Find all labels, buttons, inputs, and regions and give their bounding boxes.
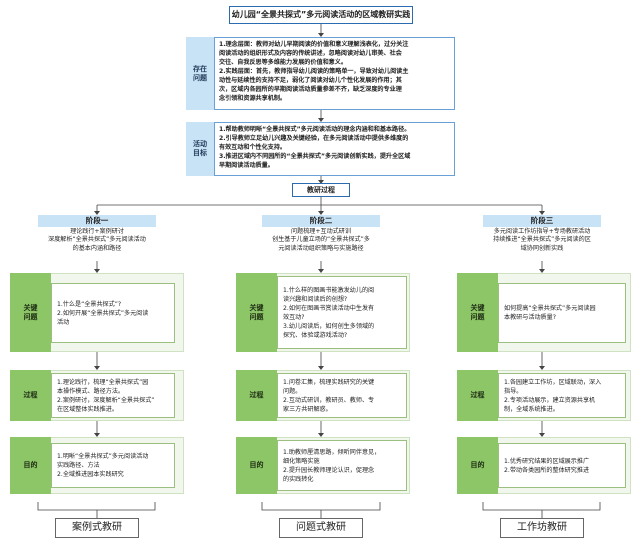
stage3-footer: 工作坊教研 xyxy=(500,518,584,538)
stage2-key-tag: 关键 问题 xyxy=(236,273,277,352)
stage2-key-body: 1.什么样的图画书能激发幼儿的阅 读兴趣和阅读后的创想? 2.如何在图画书赏读活… xyxy=(277,276,407,349)
stage3-key-tag: 关键 问题 xyxy=(457,273,498,352)
diagram-title: 幼儿园“全景共探式”多元阅读活动的区域教研实践 xyxy=(229,6,413,24)
stage2-goal-body: 1.助教师厘清思路，倾听同伴意见， 细化策略实施 2.提升园长教师理论认识，促理… xyxy=(277,440,407,491)
stage3-goal-body: 1.优秀研究结果的区域展示推广 2.带动各类园所的整体研究推进 xyxy=(498,443,626,488)
stage3-proc-line: 1.各园建立工作坊，区域联动，深入 xyxy=(504,378,602,386)
stage1-name: 阶段一 xyxy=(38,215,156,227)
stage2-goal-line: 的实践转化 xyxy=(283,475,314,483)
stage1-footer: 案例式教研 xyxy=(55,518,139,538)
stage3-proc-line: 2.专项活动展示，建立资源共享机 xyxy=(504,396,596,404)
stage3-proc-body: 1.各园建立工作坊，区域联动，深入 指导。 2.专项活动展示，建立资源共享机 制… xyxy=(498,373,626,418)
goals-line: 有效互动和个性化支持。 xyxy=(219,144,287,151)
issues-line: 1.理念层面：教师对幼儿早期阅读的价值和意义理解浅表化，过分关注 xyxy=(219,41,409,48)
stage2-proc-line: 1.问卷汇集，梳理实践研究的关键 xyxy=(283,378,375,386)
stage3-goal-line: 2.带动各类园所的整体研究推进 xyxy=(504,466,590,474)
issues-line: 阅读活动的组织形式及内容的传统讲述，忽略阅读对幼儿审美、社会 xyxy=(219,50,402,57)
issues-line: 次，区域内各园所的早期阅读活动质量参差不齐，缺乏深度的专业理 xyxy=(219,86,402,93)
stage3-key-line: 本教研与活动质量? xyxy=(504,314,556,321)
stage3-proc-tag: 过程 xyxy=(457,370,498,421)
stage1-key-tag: 关键 问题 xyxy=(10,273,51,352)
stage3-desc-line: 多元阅读工作坊指导+专场教研活动 xyxy=(493,228,591,235)
stage1-proc-line: 2.案例研讨，深度解析“全景共探式” xyxy=(57,396,155,404)
stage2-key-line: 3.幼儿阅读后，如何创生多领域的 xyxy=(283,322,375,330)
stage1-key-line: 2.如何开展“全景共探式”多元阅读 xyxy=(57,309,149,317)
issues-tag: 存在 问题 xyxy=(186,37,214,110)
issues-line: 交往、自我反思等多维能力发展的价值和意义。 xyxy=(219,59,347,66)
stage3-name: 阶段三 xyxy=(483,215,601,227)
stage2-goal-tag: 目的 xyxy=(236,437,277,494)
stage2-desc-line: 创生基于儿童立场的“全景共探式”多 xyxy=(272,236,370,244)
stage2-desc: 问题梳理+互动式研训 创生基于儿童立场的“全景共探式”多 元阅读活动组织策略与实… xyxy=(252,228,390,260)
stage3-goal-tag: 目的 xyxy=(457,437,498,494)
stage3-key-body: 如何提高“全景共探式”多元阅读园 本教研与活动质量? xyxy=(498,283,626,343)
stage3-desc: 多元阅读工作坊指导+专场教研活动 持续推进“全景共探式”多元阅读的区 域协同创新… xyxy=(473,228,611,260)
stage2-key-line: 探究、体验或游戏活动? xyxy=(283,331,348,339)
stage2-footer: 问题式教研 xyxy=(279,518,363,538)
stage3-key-line: 如何提高“全景共探式”多元阅读园 xyxy=(504,305,596,312)
stage2-name: 阶段二 xyxy=(262,215,380,227)
stage2-goal-line: 2.提升园长教师理论认识，促理念 xyxy=(283,466,375,474)
stage1-goal-line: 2.全域推进园本实践研究 xyxy=(57,471,124,478)
stage2-desc-line: 问题梳理+互动式研训 xyxy=(291,228,351,235)
stage2-proc-line: 问题。 xyxy=(283,387,302,395)
stage2-proc-tag: 过程 xyxy=(236,370,277,421)
stage3-desc-line: 域协同创新实践 xyxy=(520,244,564,252)
stage2-key-line: 2.如何在图画书赏读活动中生发有 xyxy=(283,304,375,312)
stage2-key-line: 效互动? xyxy=(283,313,305,321)
issues-line: 念引领和资源共享机制。 xyxy=(219,95,287,102)
stage2-desc-line: 元阅读活动组织策略与实施路径 xyxy=(278,244,364,252)
stage1-goal-tag: 目的 xyxy=(10,437,51,494)
stage1-goal-line: 实践路径、方法 xyxy=(57,462,100,469)
goals-line: 2.引导教师立足幼儿兴趣及关键经验，在多元阅读活动中提供多维度的 xyxy=(219,135,409,142)
stage1-goal-body: 1.明晰“全景共探式”多元阅读活动 实践路径、方法 2.全域推进园本实践研究 xyxy=(51,443,175,488)
stage1-key-line: 活动 xyxy=(57,318,70,326)
stage3-goal-line: 1.优秀研究结果的区域展示推广 xyxy=(504,457,590,465)
stage1-key-body: 1.什么是“全景共探式”? 2.如何开展“全景共探式”多元阅读 活动 xyxy=(51,283,175,343)
process-label: 教研过程 xyxy=(292,183,350,197)
stage2-proc-line: 家三方共研解惑。 xyxy=(283,405,332,413)
stage2-proc-body: 1.问卷汇集，梳理实践研究的关键 问题。 2.互动式研训，教研员、教师、专 家三… xyxy=(277,373,407,418)
stage1-proc-line: 在区域整体实践推进。 xyxy=(57,405,118,413)
stage1-proc-body: 1.理论践行，梳理“全景共探式”园 本操作模式、路径方法。 2.案例研讨，深度解… xyxy=(51,373,175,418)
stage2-goal-line: 1.助教师厘清思路，倾听同伴意见， xyxy=(283,448,381,456)
issues-line: 动性与延续性的支持不足，弱化了阅读对幼儿个性化发展的作用；其 xyxy=(219,77,402,84)
stage1-key-line: 1.什么是“全景共探式”? xyxy=(57,300,122,308)
stage3-desc-line: 持续推进“全景共探式”多元阅读的区 xyxy=(493,236,591,244)
stage2-goal-line: 细化策略实施 xyxy=(283,457,320,465)
goals-line: 3.推进区域内不同园所的“全景共探式”多元阅读创新实践，提升全区域 xyxy=(219,153,411,160)
stage1-goal-line: 1.明晰“全景共探式”多元阅读活动 xyxy=(57,453,149,460)
issues-line: 2.实践层面：首先，教师指导幼儿阅读的策略单一，导致对幼儿阅读主 xyxy=(219,68,409,75)
goals-line: 早期阅读活动质量。 xyxy=(219,162,274,169)
goals-body: 1.帮助教师明晰“全景共探式”多元阅读活动的理念内涵和和基本路径。 2.引导教师… xyxy=(214,122,455,176)
stage3-proc-line: 制，全域系统推进。 xyxy=(504,405,559,413)
stage1-proc-line: 1.理论践行，梳理“全景共探式”园 xyxy=(57,378,149,386)
stage1-proc-line: 本操作模式、路径方法。 xyxy=(57,387,125,395)
stage2-key-line: 读兴趣和阅读后的创想? xyxy=(283,295,348,303)
stage2-proc-line: 2.互动式研训，教研员、教师、专 xyxy=(283,396,375,404)
stage1-desc-line: 深度解析“全景共探式”多元阅读活动 xyxy=(48,236,146,244)
issues-body: 1.理念层面：教师对幼儿早期阅读的价值和意义理解浅表化，过分关注 阅读活动的组织… xyxy=(214,37,455,110)
goals-line: 1.帮助教师明晰“全景共探式”多元阅读活动的理念内涵和和基本路径。 xyxy=(219,126,411,133)
stage1-desc: 理论践行+案例研讨 深度解析“全景共探式”多元阅读活动 的基本内涵和路径 xyxy=(38,228,156,260)
stage2-key-line: 1.什么样的图画书能激发幼儿的阅 xyxy=(283,286,375,294)
stage1-proc-tag: 过程 xyxy=(10,370,51,421)
stage1-desc-line: 的基本内涵和路径 xyxy=(72,244,122,252)
goals-tag: 活动 目标 xyxy=(186,122,214,176)
stage1-desc-line: 理论践行+案例研讨 xyxy=(70,228,124,235)
stage3-proc-line: 指导。 xyxy=(504,387,523,395)
